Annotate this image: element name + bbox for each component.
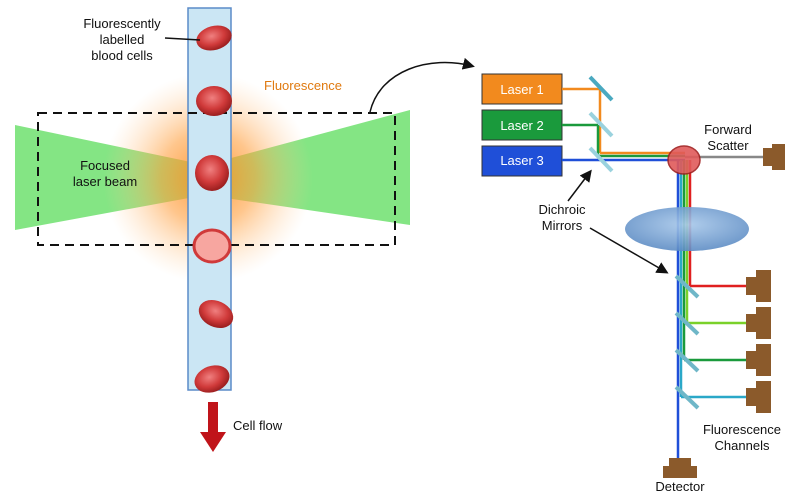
forward-scatter-label-line2: Scatter — [707, 138, 749, 153]
dichroic-label-line2: Mirrors — [542, 218, 583, 233]
cell-flow-arrow — [200, 402, 226, 452]
detector-label: Detector — [655, 479, 705, 494]
channels-label-line1: Fluorescence — [703, 422, 781, 437]
dichroic-mirror — [674, 385, 700, 410]
bottom-detector — [663, 458, 697, 478]
dichroic-mirror — [674, 348, 700, 373]
channel-detector — [746, 344, 771, 376]
channel-detector — [746, 381, 771, 413]
channel-detector — [746, 270, 771, 302]
flow-tube — [187, 7, 232, 391]
dichroic-label-line1: Dichroic — [539, 202, 586, 217]
forward-scatter-label-line1: Forward — [704, 122, 752, 137]
dichroic-mirror — [588, 75, 614, 102]
blood-cell — [192, 228, 232, 264]
cell-flow-label: Cell flow — [233, 418, 283, 433]
cells-label-line2: labelled — [100, 32, 145, 47]
laser3-label: Laser 3 — [500, 153, 543, 168]
dichroic-pointer-lower — [589, 227, 669, 274]
dichroic-mirror — [588, 111, 614, 138]
forward-scatter-detector — [763, 144, 785, 170]
cells-label-line3: blood cells — [91, 48, 153, 63]
fluorescence-label: Fluorescence — [264, 78, 342, 93]
channels-label-line2: Channels — [715, 438, 770, 453]
cells-label-line1: Fluorescently — [83, 16, 161, 31]
focused-label-line2: laser beam — [73, 174, 137, 189]
interrogation-point — [667, 145, 701, 175]
channel-detector — [746, 307, 771, 339]
blood-cell — [194, 365, 230, 393]
laser2-box — [481, 109, 563, 141]
blood-cell — [195, 155, 229, 191]
blood-cell — [198, 299, 234, 329]
lens — [625, 207, 749, 251]
laser2-label: Laser 2 — [500, 118, 543, 133]
laser1-box — [481, 73, 563, 105]
zoom-arrow — [369, 57, 475, 113]
dichroic-pointer-upper — [567, 169, 592, 202]
cells-pointer — [164, 37, 201, 41]
dichroic-mirror — [674, 274, 700, 299]
dichroic-mirror — [674, 311, 700, 336]
blood-cell — [196, 86, 232, 116]
dichroic-mirror — [588, 146, 614, 173]
focused-label-line1: Focused — [80, 158, 130, 173]
laser1-label: Laser 1 — [500, 82, 543, 97]
blood-cell — [196, 25, 232, 51]
